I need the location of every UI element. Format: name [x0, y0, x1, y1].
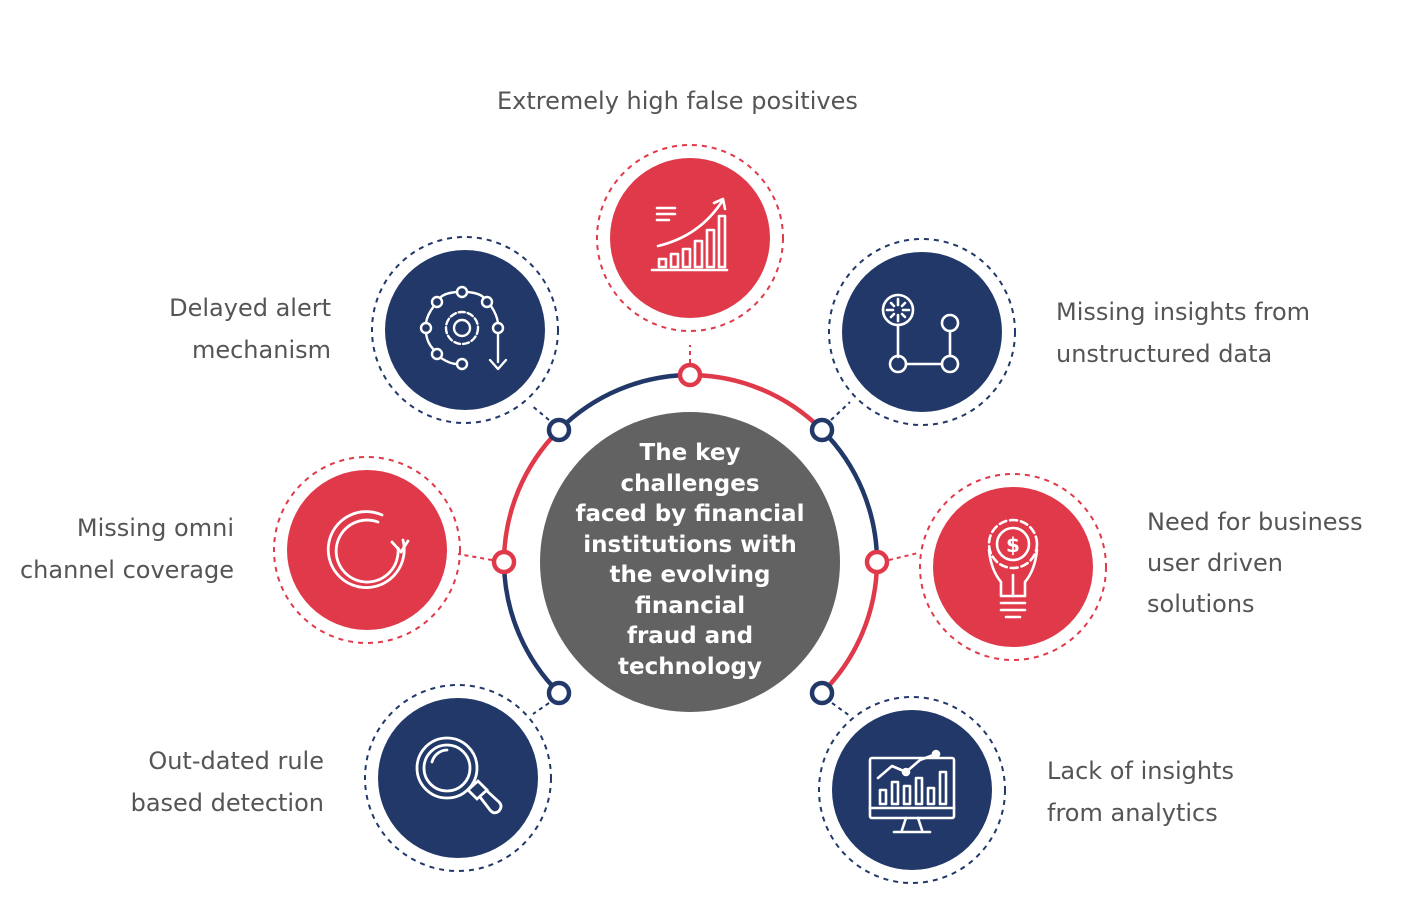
label-line: Delayed alert: [169, 294, 331, 322]
label-omni-channel: Missing omni channel coverage: [20, 507, 234, 591]
center-title-line: the evolving: [609, 562, 771, 588]
center-title-line: faced by financial: [575, 501, 805, 527]
ring-node-top: [677, 362, 703, 388]
analytics-monitor-icon: [868, 749, 956, 834]
center-title-line: technology: [618, 653, 762, 680]
ring-node-bottom-left: [546, 680, 572, 706]
challenge-node-omni-channel: [273, 456, 461, 644]
center-title: The key challenges faced by financial in…: [548, 438, 832, 682]
label-unstructured-data: Missing insights from unstructured data: [1056, 291, 1310, 375]
label-false-positives: Extremely high false positives: [497, 80, 858, 122]
icon-disc: [385, 250, 545, 410]
dashed-ring: [818, 696, 1006, 884]
center-title-line: fraud and: [626, 623, 754, 649]
label-line: Out-dated rule: [148, 747, 324, 775]
ring-nodes: [491, 362, 890, 706]
connector-right: [888, 552, 919, 561]
ring-arc-top-left: [557, 372, 691, 432]
connector-left: [457, 553, 493, 561]
challenge-node-delayed-alert: [371, 236, 559, 424]
ring-node-top-right: [809, 417, 835, 443]
challenge-node-rule-based: [364, 684, 552, 872]
challenge-node-business-user: $: [919, 473, 1107, 661]
ring-arc-left-upper: [501, 428, 561, 563]
label-line: Need for business: [1147, 508, 1363, 536]
ring-node-right: [864, 549, 890, 575]
challenge-node-analytics: [818, 696, 1006, 884]
dashed-ring: [828, 238, 1016, 426]
center-title-line: The key: [639, 440, 741, 466]
gear-network-icon: [419, 285, 508, 371]
label-line: unstructured data: [1056, 340, 1273, 368]
center-disc: [540, 412, 840, 712]
dashed-ring: [919, 473, 1107, 661]
outer-ring: [501, 372, 880, 695]
refresh-cycle-icon: [326, 510, 410, 589]
ring-arc-top-right: [689, 372, 824, 432]
label-business-user: Need for business user driven solutions: [1147, 502, 1363, 625]
ring-arc-right-upper: [820, 428, 880, 563]
dashed-ring: [273, 456, 461, 644]
connector-top-right: [830, 401, 851, 421]
label-line: from analytics: [1047, 799, 1218, 827]
ring-arc-right-lower: [820, 561, 880, 695]
label-analytics: Lack of insights from analytics: [1047, 750, 1234, 834]
ring-arc-left-lower: [501, 561, 561, 695]
label-line: Extremely high false positives: [497, 87, 858, 115]
center-title-line: institutions with: [583, 531, 797, 558]
label-line: based detection: [130, 789, 324, 817]
connectors: [457, 345, 919, 717]
label-line: Missing insights from: [1056, 298, 1311, 326]
label-rule-based: Out-dated rule based detection: [131, 740, 324, 824]
dashed-ring: [596, 144, 784, 332]
dashed-ring: [364, 684, 552, 872]
label-delayed-alert: Delayed alert mechanism: [169, 287, 331, 371]
icon-disc: [832, 710, 992, 870]
label-line: channel coverage: [19, 556, 234, 584]
dollar-sign-icon: $: [1006, 533, 1020, 557]
icon-disc: [842, 252, 1002, 412]
ring-node-top-left: [546, 417, 572, 443]
connector-bottom-right: [831, 702, 851, 717]
lightbulb-dollar-icon: [987, 518, 1039, 619]
connector-top-left: [530, 404, 550, 421]
label-line: user driven: [1147, 549, 1283, 577]
label-line: Missing omni: [76, 514, 234, 542]
dashed-ring: [371, 236, 559, 424]
magnifier-icon: [415, 736, 503, 815]
icon-disc: [610, 158, 770, 318]
ring-node-bottom-right: [809, 680, 835, 706]
label-line: mechanism: [191, 336, 331, 364]
connector-bottom-left: [532, 702, 550, 715]
ring-node-left: [491, 549, 517, 575]
icon-disc: [378, 698, 538, 858]
growth-chart-icon: [650, 197, 729, 272]
label-line: solutions: [1147, 590, 1255, 618]
challenge-node-unstructured-data: [828, 238, 1016, 426]
center-title-line: challenges: [620, 470, 760, 497]
challenge-node-false-positives: [596, 144, 784, 332]
icon-disc: [287, 470, 447, 630]
label-line: Lack of insights: [1047, 757, 1234, 785]
center-title-line: financial: [634, 592, 746, 619]
data-nodes-icon: [881, 293, 960, 374]
